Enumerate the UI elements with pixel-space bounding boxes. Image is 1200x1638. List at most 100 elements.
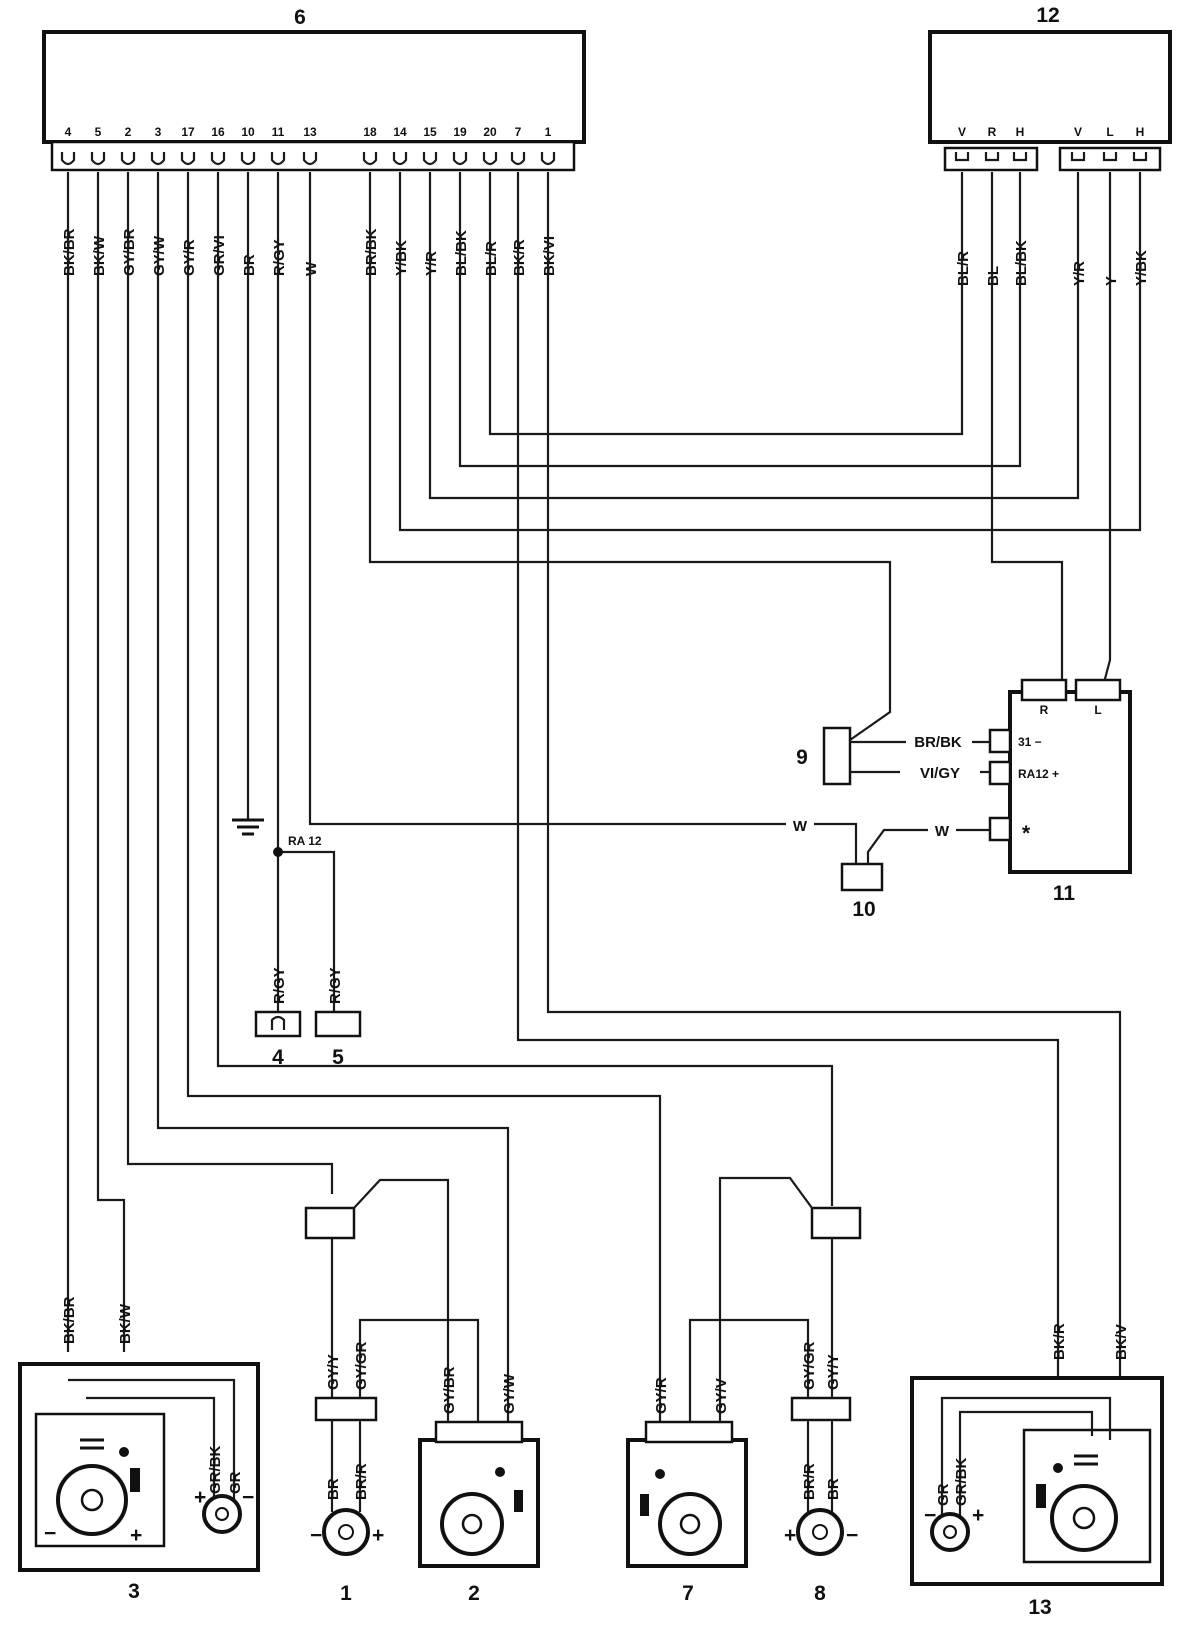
amp12-pin-H: H <box>1016 125 1025 139</box>
label-component-13: 13 <box>1028 1596 1051 1619</box>
label-component-11: 11 <box>1053 882 1076 905</box>
radio-pin-18: 18 <box>363 125 377 139</box>
wire-label-bkbr-3: BK/BR <box>61 1296 78 1344</box>
radio-pin-20: 20 <box>483 125 497 139</box>
radio-wire-label: Y/R <box>423 251 440 276</box>
radio-socket-3 <box>150 152 166 166</box>
radio-pin-13: 13 <box>303 125 317 139</box>
wire-label-gyy-8: GY/Y <box>825 1354 842 1390</box>
radio-wire-label: BK/VI <box>541 236 558 276</box>
amp12-socket <box>984 152 1000 162</box>
wire-bundle <box>66 172 1142 1428</box>
radio-wire-label: BR <box>241 254 258 276</box>
radio-socket-13 <box>302 152 318 166</box>
wire-label-grbk-3: GR/BK <box>207 1446 224 1495</box>
radio-wire-label: BK/R <box>511 239 528 276</box>
connector-1 <box>314 1396 378 1422</box>
radio-wire-label: GR/VI <box>211 235 228 276</box>
radio-pin-11: 11 <box>272 125 285 139</box>
wire-label-bkw-3: BK/W <box>117 1303 134 1344</box>
unit11-term-ra12 <box>988 760 1012 786</box>
radio-socket-18 <box>362 152 378 166</box>
amp12-socket <box>1012 152 1028 162</box>
radio-wire-label: BK/BR <box>61 228 78 276</box>
radio-pin-7: 7 <box>515 125 522 139</box>
wire-label-brr-8: BR/R <box>801 1463 818 1500</box>
radio-socket-16 <box>210 152 226 166</box>
wire-label-w-right: W <box>935 823 950 840</box>
wire-label-gyw-2: GY/W <box>501 1373 518 1414</box>
unit11-label-31: 31 − <box>1018 735 1042 749</box>
wire-label-brr-1: BR/R <box>353 1463 370 1500</box>
polarity-minus-1: − <box>310 1524 322 1547</box>
radio-socket-5 <box>90 152 106 166</box>
radio-socket-4 <box>60 152 76 166</box>
radio-socket-19 <box>452 152 468 166</box>
wire-label-grbk-13: GR/BK <box>953 1458 970 1507</box>
label-component-12: 12 <box>1036 4 1059 27</box>
radio-wire-label: BK/W <box>91 235 108 276</box>
wire-label-rgy-4: R/GY <box>271 967 288 1004</box>
junction-block-right <box>810 1206 862 1240</box>
radio-socket-7 <box>510 152 526 166</box>
control-unit-11 <box>1008 690 1132 874</box>
connector-5 <box>314 1010 362 1038</box>
radio-wire-label: BL/BK <box>453 230 470 276</box>
amp12-wire-label: Y/BK <box>1133 250 1150 286</box>
amp12-pin-V: V <box>958 125 966 139</box>
radio-wire-label: R/GY <box>271 239 288 276</box>
wire-label-gybr-2: GY/BR <box>441 1366 458 1414</box>
radio-unit-6 <box>42 30 586 144</box>
amp12-socket <box>1132 152 1148 162</box>
radio-socket-15 <box>422 152 438 166</box>
radio-connector-strip <box>50 140 576 172</box>
wire-label-gygr-1: GY/GR <box>353 1341 370 1390</box>
radio-pin-10: 10 <box>241 125 255 139</box>
radio-pin-2: 2 <box>125 125 132 139</box>
polarity-minus-13: − <box>924 1504 936 1527</box>
amp12-wire-label: BL <box>985 266 1002 286</box>
wire-label-br-8: BR <box>825 1478 842 1500</box>
radio-socket-1 <box>540 152 556 166</box>
wire-label-gyy-1: GY/Y <box>325 1354 342 1390</box>
unit11-pin-l: L <box>1094 703 1101 717</box>
label-component-9: 9 <box>796 746 808 769</box>
wire-label-w-left: W <box>793 818 808 835</box>
label-component-7: 7 <box>682 1582 694 1605</box>
polarity-minus-3t: − <box>242 1486 254 1509</box>
radio-socket-17 <box>180 152 196 166</box>
wire-label-gyv-7: GY/V <box>713 1378 730 1414</box>
amplifier-unit-12 <box>928 30 1172 144</box>
connector-9 <box>822 726 852 786</box>
radio-wire-label: Y/BK <box>393 240 410 276</box>
label-component-3: 3 <box>128 1580 140 1603</box>
label-component-6: 6 <box>294 6 306 29</box>
unit11-label-ra12: RA12 + <box>1018 767 1059 781</box>
label-component-1: 1 <box>340 1582 352 1605</box>
radio-wire-label: GY/R <box>181 239 198 276</box>
wire-label-gr-13: GR <box>935 1483 952 1506</box>
radio-pin-14: 14 <box>393 125 407 139</box>
radio-pin-5: 5 <box>95 125 102 139</box>
speaker-2-connector <box>434 1420 524 1444</box>
connector-4-socket <box>270 1015 286 1030</box>
radio-pin-16: 16 <box>211 125 225 139</box>
polarity-plus-8: + <box>784 1524 796 1547</box>
connector-10 <box>840 862 884 892</box>
wire-label-brbk-9: BR/BK <box>914 734 962 751</box>
amp12-wire-label: BL/R <box>955 251 972 286</box>
radio-socket-14 <box>392 152 408 166</box>
radio-socket-2 <box>120 152 136 166</box>
speaker-7-connector <box>644 1420 734 1444</box>
polarity-plus-1: + <box>372 1524 384 1547</box>
junction-block-left <box>304 1206 356 1240</box>
wire-label-gygr-8: GY/GR <box>801 1341 818 1390</box>
wire-label-br-1: BR <box>325 1478 342 1500</box>
unit11-pin-r: R <box>1040 703 1049 717</box>
label-component-2: 2 <box>468 1582 480 1605</box>
connector-8 <box>790 1396 852 1422</box>
radio-pin-1: 1 <box>545 125 552 139</box>
